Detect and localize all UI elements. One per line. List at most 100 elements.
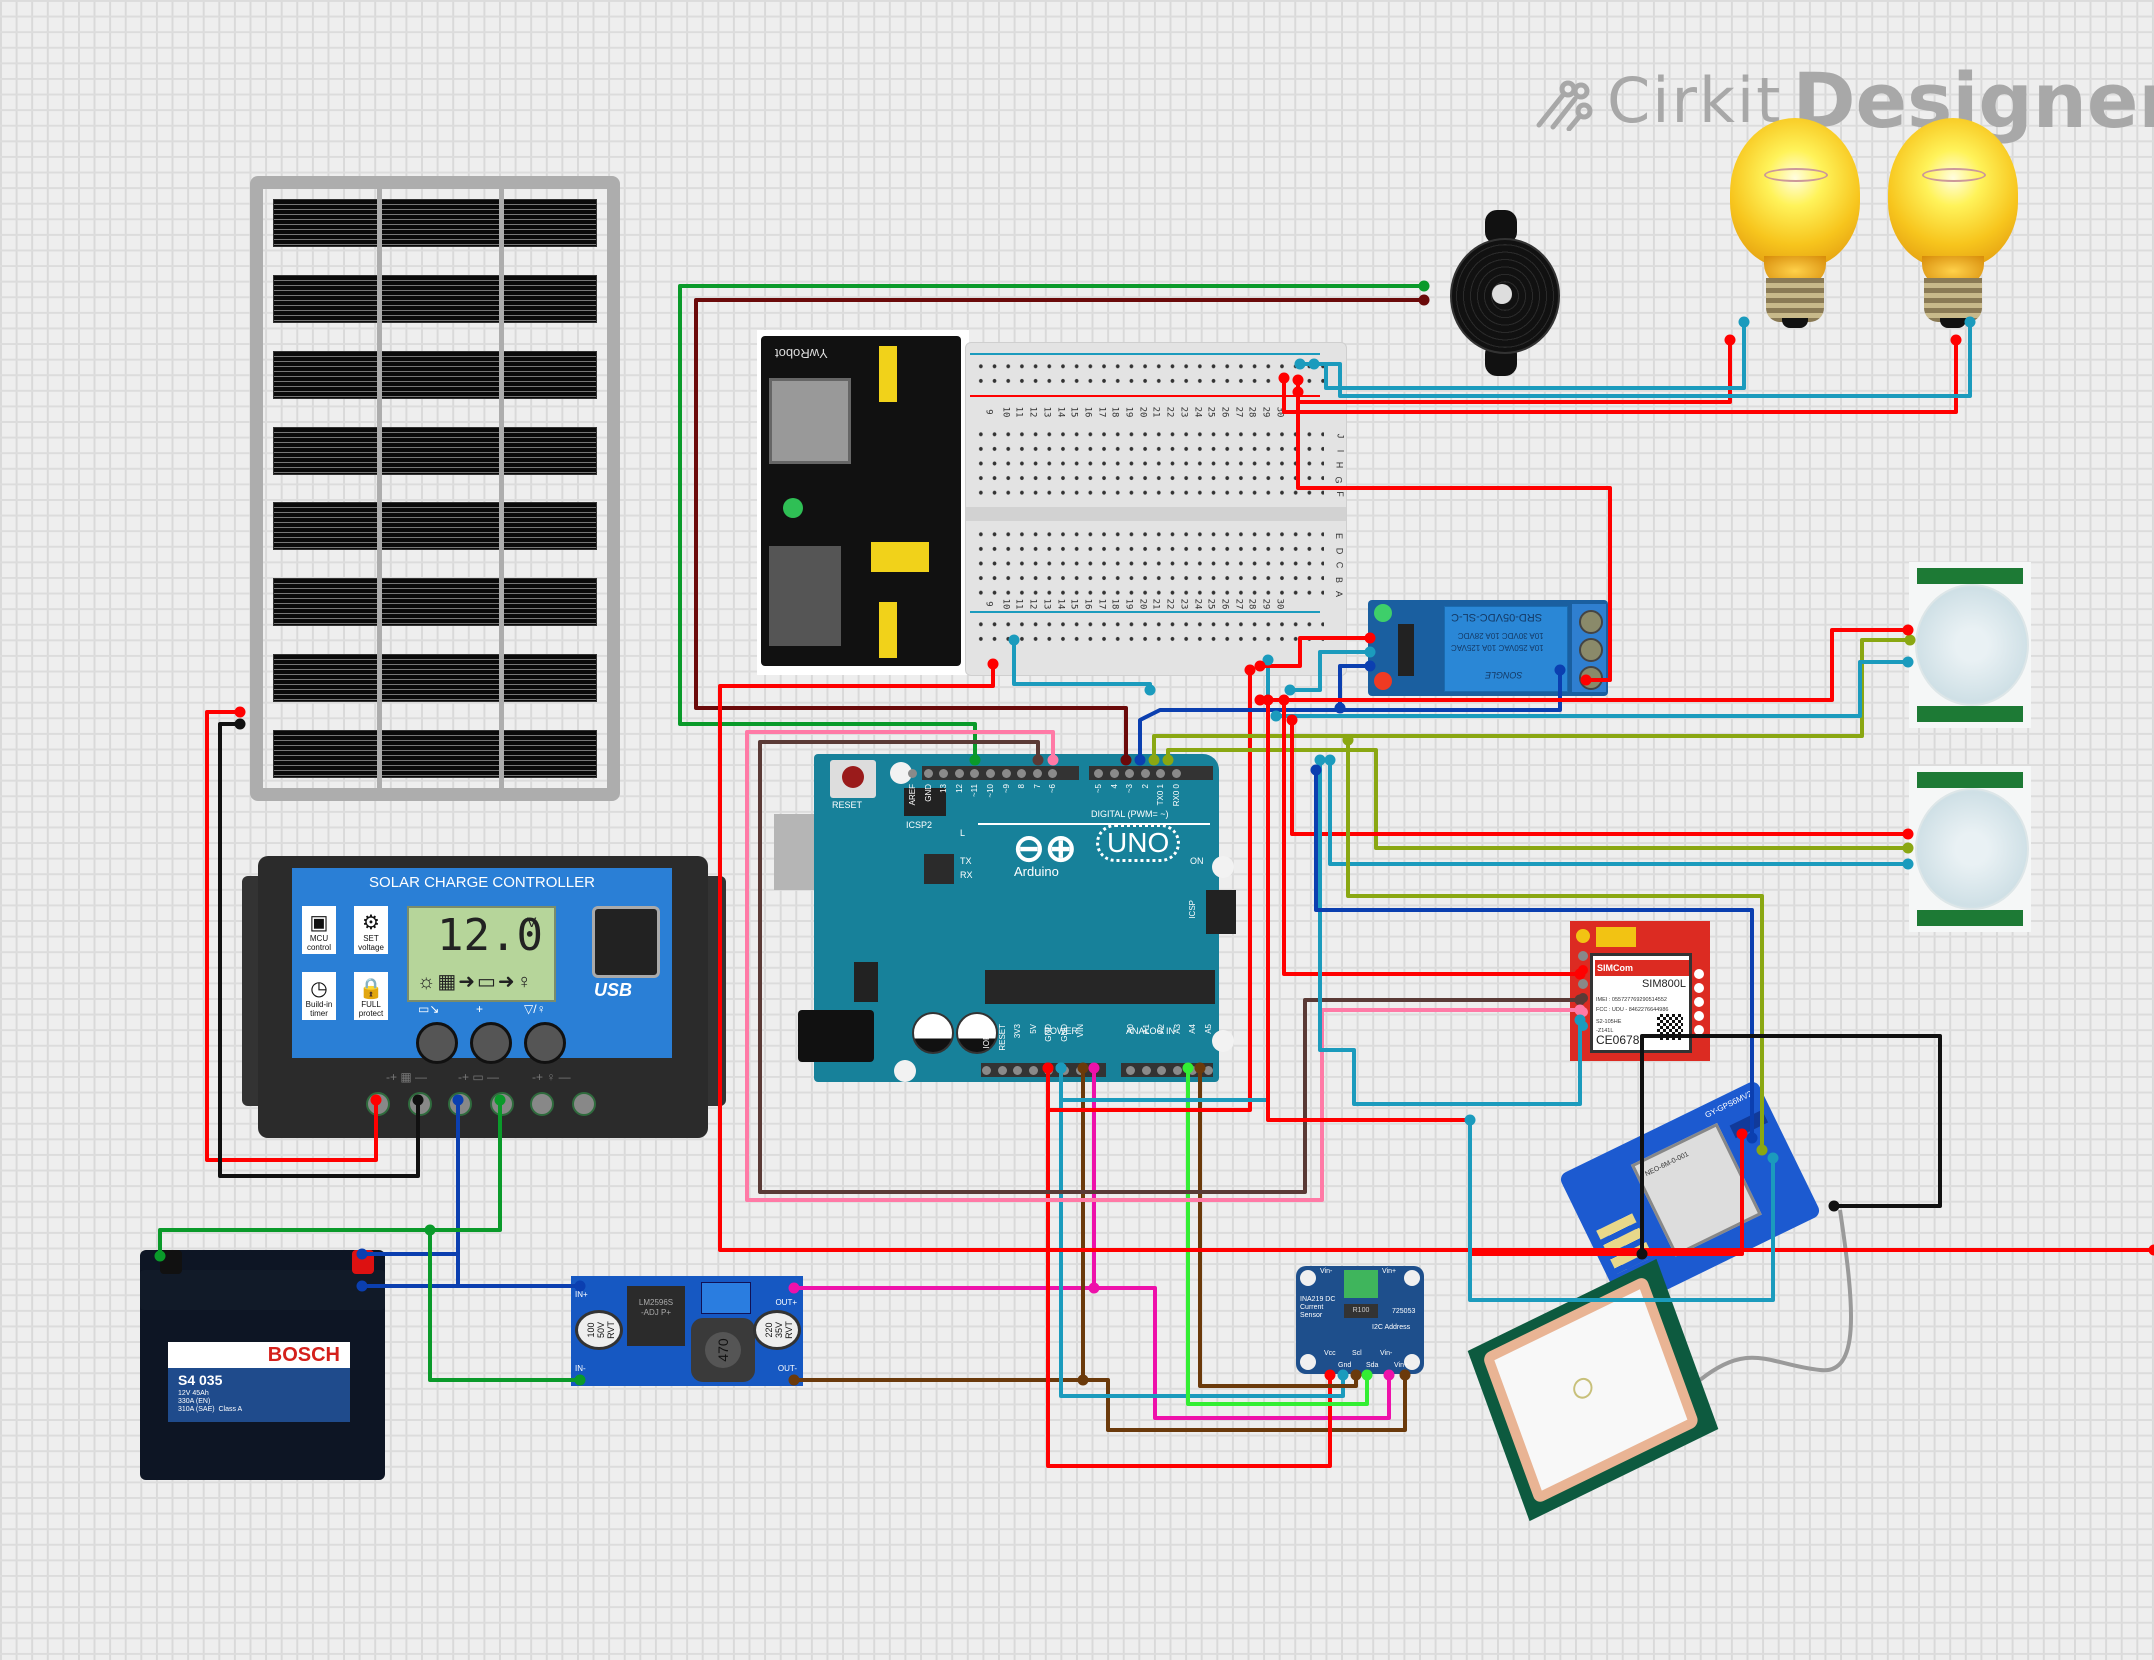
wire-endpoint[interactable] [1162, 754, 1174, 766]
analog-pin[interactable] [1157, 1065, 1167, 1075]
digital-pin[interactable] [1140, 768, 1150, 778]
relay-terminal-nc[interactable] [1579, 610, 1603, 634]
wire-endpoint[interactable] [574, 1374, 586, 1386]
terminal-load-pos[interactable] [530, 1092, 554, 1116]
wire-endpoint[interactable] [356, 1280, 368, 1292]
wire-endpoint[interactable] [412, 1094, 424, 1106]
wire-endpoint[interactable] [1182, 1062, 1194, 1074]
wire-endpoint[interactable] [788, 1374, 800, 1386]
up-button[interactable] [470, 1022, 512, 1064]
wire-endpoint[interactable] [1334, 702, 1346, 714]
wire-endpoint[interactable] [452, 1094, 464, 1106]
wire-endpoint[interactable] [1383, 1369, 1395, 1381]
wire-endpoint[interactable] [1574, 1014, 1586, 1026]
wire-endpoint[interactable] [788, 1282, 800, 1294]
wire-sim-vcc[interactable] [1282, 700, 1580, 976]
wire-endpoint[interactable] [1964, 316, 1976, 328]
power-rail-bottom[interactable] [974, 617, 1324, 647]
digital-pin[interactable] [923, 768, 933, 778]
light-bulb-2[interactable] [1888, 118, 2018, 338]
wire-endpoint[interactable] [1278, 694, 1290, 706]
wire-sim-gnd[interactable] [1318, 760, 1582, 1106]
wire-uno-5v[interactable] [1046, 1068, 1332, 1468]
wire-endpoint[interactable] [1746, 1132, 1758, 1144]
wire-pir2-gnd[interactable] [1328, 760, 1908, 866]
wire-endpoint[interactable] [1055, 1062, 1067, 1074]
wire-endpoint[interactable] [1294, 358, 1306, 370]
digital-pin[interactable] [939, 768, 949, 778]
wire-endpoint[interactable] [1418, 294, 1430, 306]
digital-pin[interactable] [986, 768, 995, 778]
digital-pin[interactable] [1094, 768, 1103, 778]
terminal-load-neg[interactable] [572, 1092, 596, 1116]
sim-pin[interactable] [1578, 979, 1588, 989]
wire-endpoint[interactable] [1364, 646, 1376, 658]
wire-batt-buck-in[interactable] [362, 1252, 580, 1288]
wire-endpoint[interactable] [424, 1224, 436, 1236]
wire-endpoint[interactable] [1088, 1062, 1100, 1074]
wire-endpoint[interactable] [1270, 710, 1282, 722]
wire-endpoint[interactable] [987, 658, 999, 670]
reset-button[interactable] [830, 760, 876, 798]
digital-header-2[interactable] [1089, 766, 1213, 780]
wire-batt-buck-gnd[interactable] [428, 1230, 580, 1382]
wire-endpoint[interactable] [1636, 1248, 1648, 1260]
wire-buck-out-minus[interactable] [794, 1375, 1407, 1432]
digital-pin[interactable] [1172, 768, 1181, 778]
sim800l-gsm-module[interactable]: SIMCom SIM800L IMEI : 055727769290514552… [1570, 921, 1710, 1061]
wire-endpoint[interactable] [1324, 1369, 1336, 1381]
solar-panel[interactable] [250, 176, 620, 801]
wire-endpoint[interactable] [1902, 656, 1914, 668]
wire-endpoint[interactable] [1262, 694, 1274, 706]
relay-terminal-com[interactable] [1579, 638, 1603, 662]
wire-endpoint[interactable] [356, 1248, 368, 1260]
wire-endpoint[interactable] [1738, 316, 1750, 328]
wire-endpoint[interactable] [1088, 1282, 1100, 1294]
wire-endpoint[interactable] [1047, 754, 1059, 766]
wire-endpoint[interactable] [1292, 374, 1304, 386]
analog-pin[interactable] [1172, 1065, 1182, 1075]
battery-negative-terminal[interactable] [160, 1250, 182, 1274]
digital-pin[interactable] [954, 768, 964, 778]
pir-sensor-1[interactable] [1909, 562, 2031, 728]
arduino-uno[interactable]: RESET ICSP2 DIGITAL (PWM= ~) L TX RX ON … [774, 754, 1236, 1084]
power-pin[interactable] [982, 1065, 991, 1075]
screw-terminal[interactable] [1344, 1270, 1378, 1298]
wire-endpoint[interactable] [1902, 858, 1914, 870]
wire-endpoint[interactable] [370, 1094, 382, 1106]
wire-endpoint[interactable] [1902, 828, 1914, 840]
wire-endpoint[interactable] [1324, 754, 1336, 766]
power-pin[interactable] [1028, 1065, 1038, 1075]
relay-module[interactable]: SRD-05VDC-SL-C 10A 250VAC 10A 125VAC 10A… [1368, 600, 1608, 696]
gps-patch-antenna[interactable] [1467, 1258, 1719, 1522]
wire-endpoint[interactable] [1042, 1062, 1054, 1074]
wire-endpoint[interactable] [2148, 1244, 2154, 1256]
wire-endpoint[interactable] [1902, 842, 1914, 854]
digital-pin[interactable] [1032, 768, 1042, 778]
light-bulb-1[interactable] [1730, 118, 1860, 338]
relay-input-header[interactable] [1398, 624, 1414, 676]
power-pin[interactable] [997, 1065, 1007, 1075]
wire-endpoint[interactable] [1756, 1144, 1768, 1156]
wire-endpoint[interactable] [1350, 1369, 1362, 1381]
wire-endpoint[interactable] [1308, 358, 1320, 370]
pir-sensor-2[interactable] [1909, 766, 2031, 932]
jumper-top[interactable] [879, 346, 897, 402]
digital-pin[interactable] [1048, 768, 1058, 778]
power-pin[interactable] [1013, 1065, 1023, 1075]
wire-endpoint[interactable] [234, 718, 246, 730]
wire-endpoint[interactable] [1008, 634, 1020, 646]
wire-endpoint[interactable] [1418, 280, 1430, 292]
wire-endpoint[interactable] [1254, 660, 1266, 672]
wire-endpoint[interactable] [1950, 334, 1962, 346]
wire-endpoint[interactable] [1284, 684, 1296, 696]
digital-pin[interactable] [1156, 768, 1166, 778]
wire-endpoint[interactable] [574, 1280, 586, 1292]
wire-endpoint[interactable] [1278, 372, 1290, 384]
breadboard-power-module[interactable]: YwRobot [757, 330, 969, 675]
icsp-header[interactable] [1206, 890, 1236, 934]
wire-endpoint[interactable] [234, 706, 246, 718]
piezo-buzzer[interactable] [1440, 210, 1566, 376]
wire-endpoint[interactable] [1724, 334, 1736, 346]
wire-pir2-vcc[interactable] [1290, 720, 1908, 836]
